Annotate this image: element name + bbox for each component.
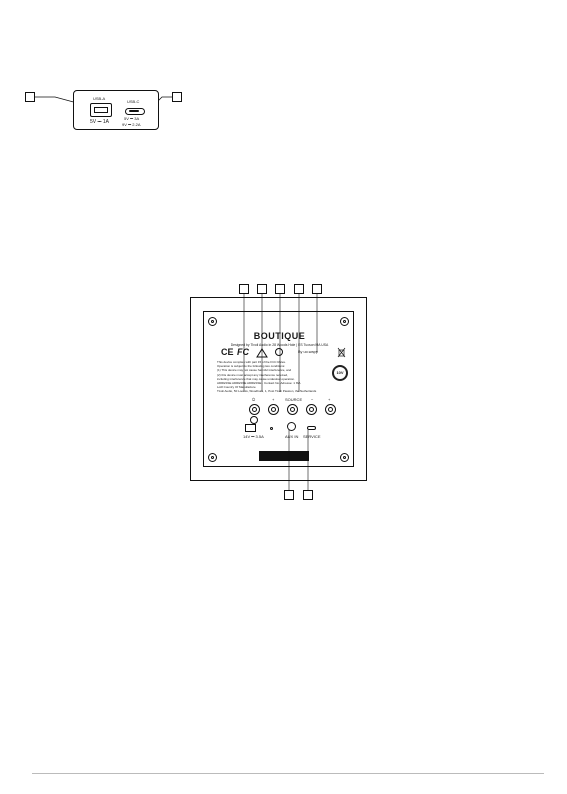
knob-label: SOURCE — [285, 397, 303, 402]
next-knob — [325, 404, 336, 415]
reset-button — [250, 416, 258, 424]
by-line-text: By uo.wapp — [298, 350, 318, 354]
callout-box — [172, 92, 182, 102]
knob-label: + — [328, 397, 331, 402]
compliance-text: This device complies with part 15 of the… — [217, 360, 317, 394]
certification-circle-icon — [275, 348, 283, 356]
usb-a-rating: 5V ⎓ 1A — [90, 119, 109, 125]
power-input-label: 14V ⎓ 3.5A — [243, 434, 264, 439]
power-knob — [249, 404, 260, 415]
callout-box — [312, 284, 322, 294]
service-label: SERVICE — [303, 434, 321, 439]
footer-divider — [32, 773, 544, 774]
screw-icon — [340, 317, 349, 326]
volume-down-knob — [306, 404, 317, 415]
badge-icon: 10V — [332, 365, 348, 381]
screw-icon — [208, 317, 217, 326]
volume-up-knob — [268, 404, 279, 415]
ce-mark-icon: CE — [221, 347, 234, 357]
usb-c-rating: 9V ⎓ 2.2A — [122, 122, 141, 127]
callout-box — [303, 490, 313, 500]
aux-in-jack — [287, 422, 296, 431]
usb-c-label: USB-C — [127, 99, 140, 104]
dc-input-jack — [245, 424, 256, 432]
callout-box — [239, 284, 249, 294]
speaker-back-outline: BOUTIQUE Designed by Tivoli Audio in 28 … — [190, 297, 367, 481]
brand-logo: BOUTIQUE — [253, 331, 306, 341]
aux-in-label: AUX IN — [285, 434, 299, 439]
usb-c-port — [125, 108, 145, 115]
knob-label: + — [272, 397, 275, 402]
source-knob — [287, 404, 298, 415]
knob-label: ⏻ — [252, 397, 256, 402]
fcc-mark-icon: FC — [237, 347, 249, 357]
indicator-led — [270, 427, 273, 430]
usb-c-rating: 5V ⎓ 3A — [124, 116, 140, 121]
callout-box — [257, 284, 267, 294]
usb-a-port — [90, 103, 112, 117]
screw-icon — [340, 453, 349, 462]
callout-box — [25, 92, 35, 102]
bass-port-slot — [259, 451, 309, 461]
usb-a-label: USB-A — [93, 96, 106, 101]
service-port — [307, 426, 316, 430]
usb-port-panel: USB-A 5V ⎓ 1A USB-C 5V ⎓ 3A 9V ⎓ 2.2A — [73, 90, 159, 130]
callout-box — [294, 284, 304, 294]
weee-bin-icon — [337, 347, 346, 358]
callout-box — [284, 490, 294, 500]
knob-label: − — [311, 397, 314, 402]
screw-icon — [208, 453, 217, 462]
speaker-back-panel: BOUTIQUE Designed by Tivoli Audio in 28 … — [203, 311, 354, 467]
designed-by-text: Designed by Tivoli Audio in 28 Woods Hol… — [230, 343, 329, 347]
callout-box — [275, 284, 285, 294]
